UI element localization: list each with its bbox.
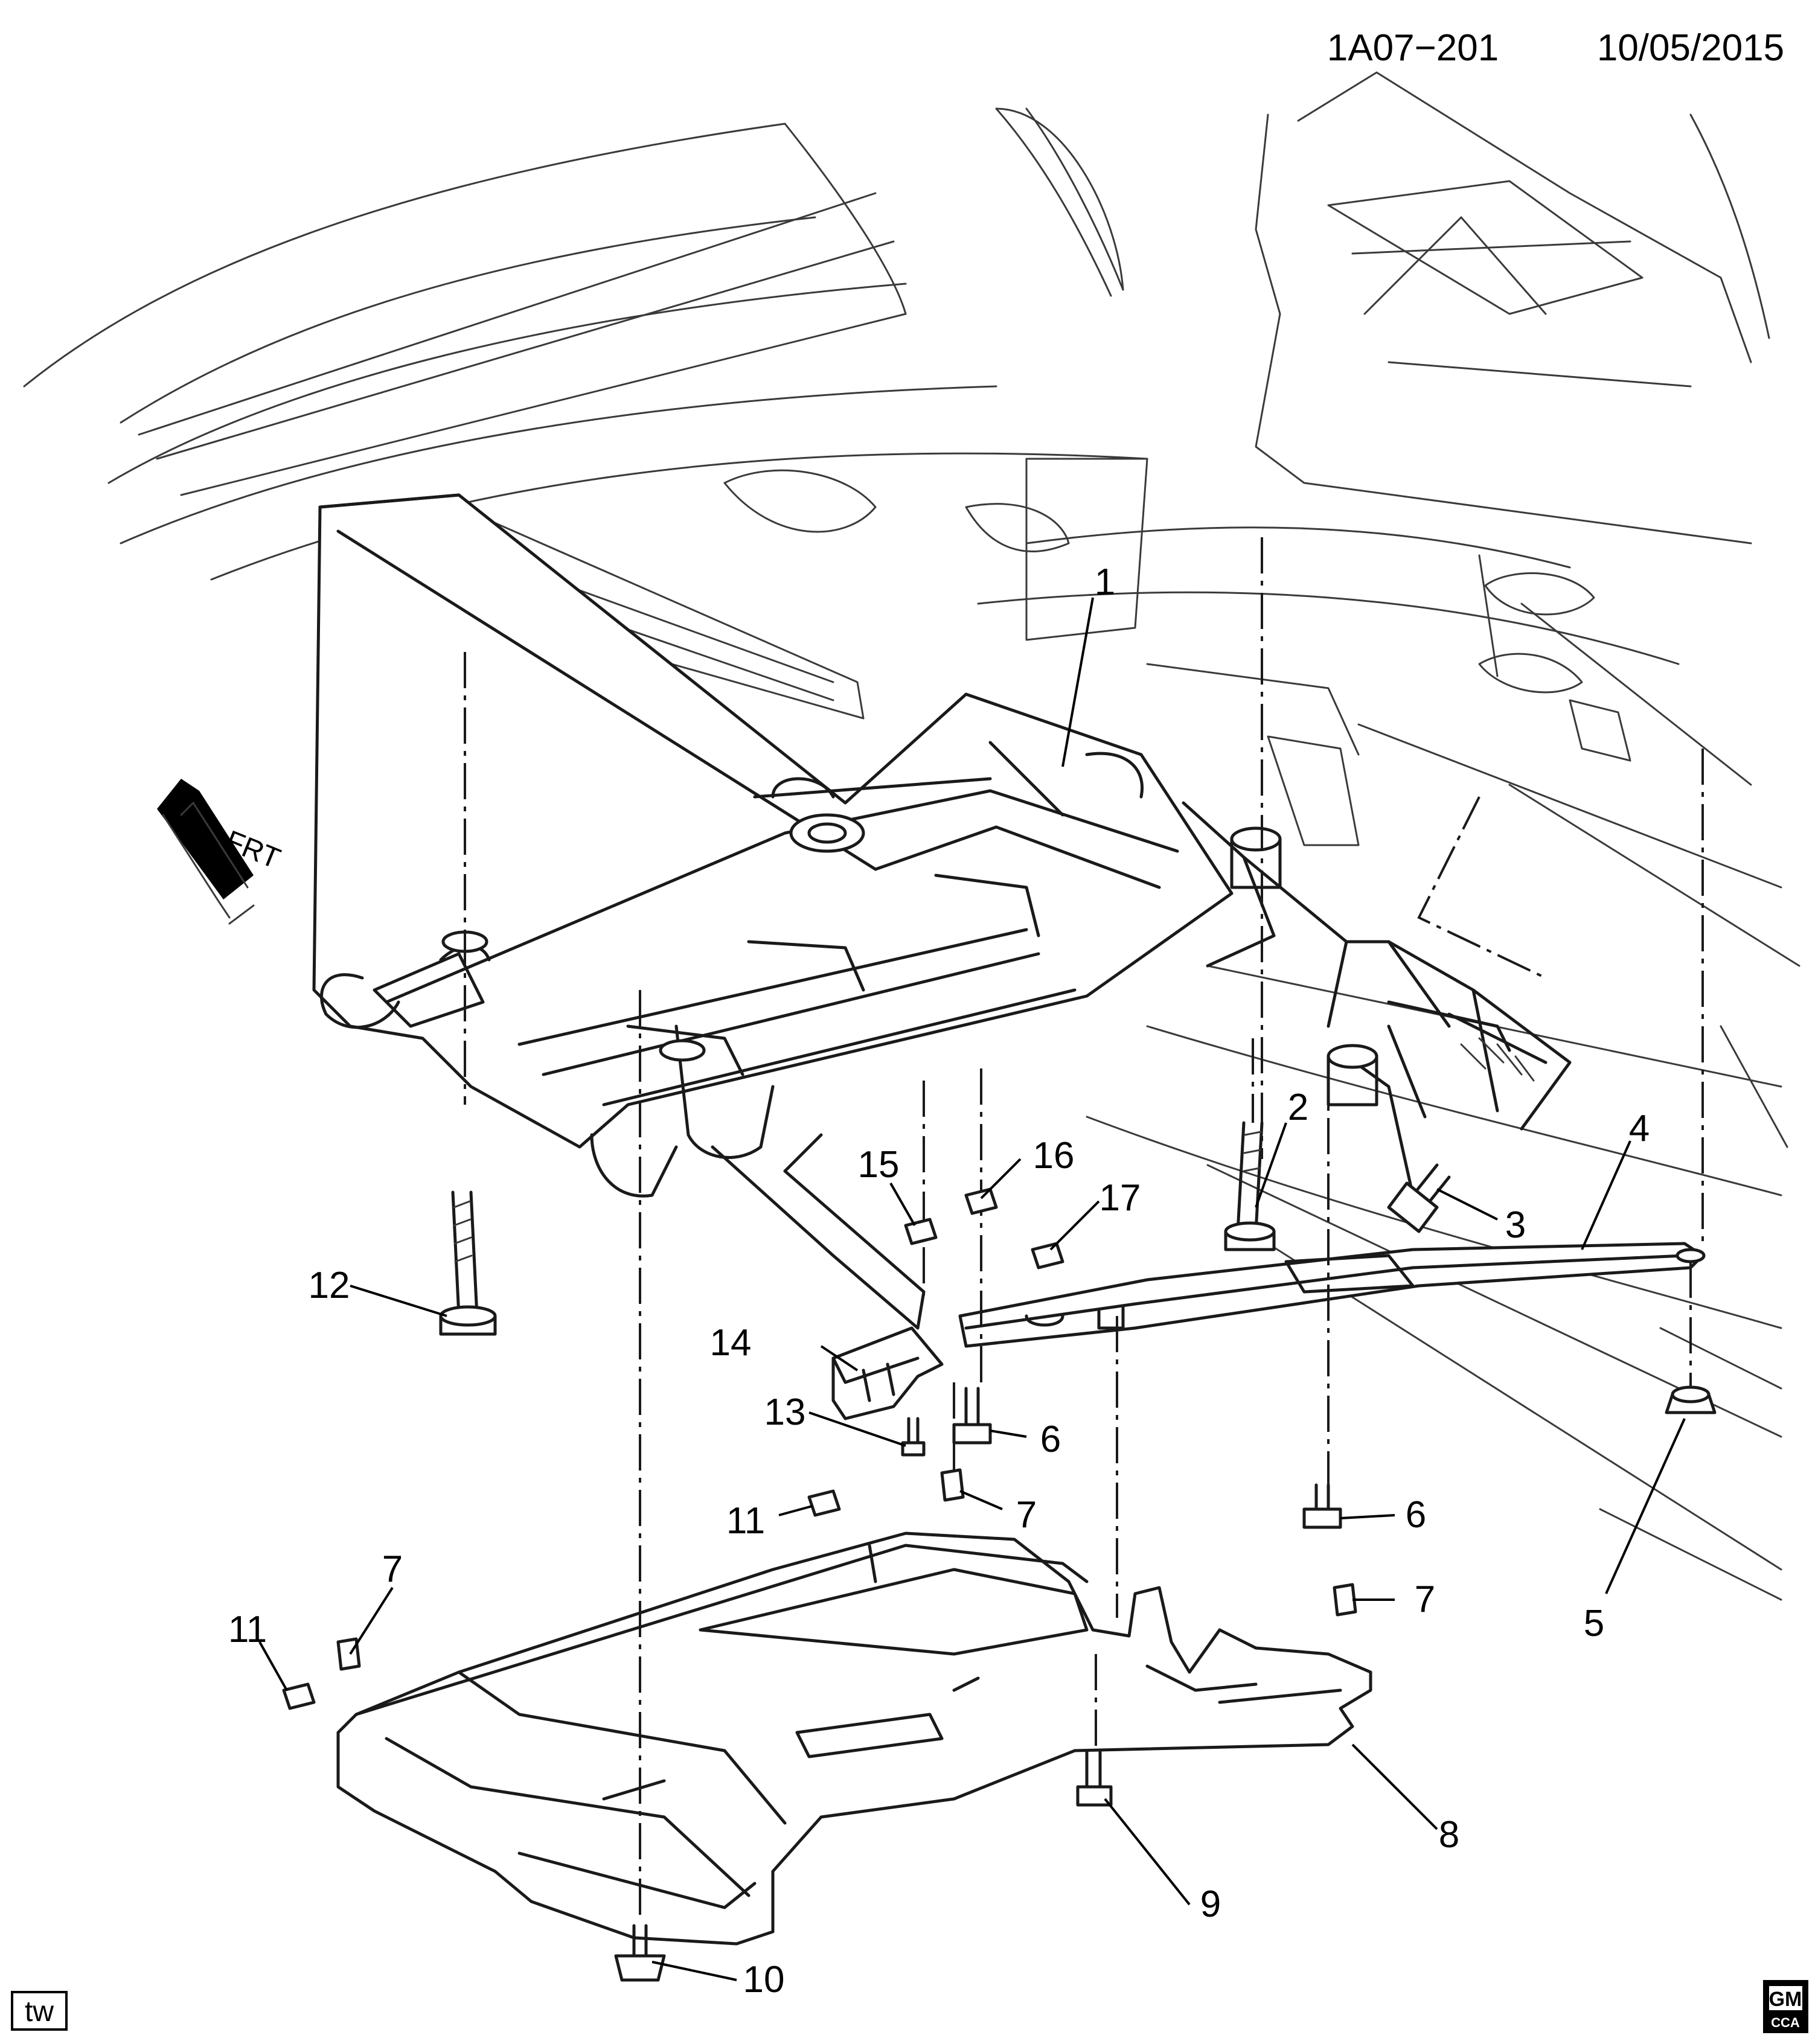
callout-6-left: 6 [1040, 1419, 1061, 1460]
alignment-lines [464, 537, 1704, 1920]
callout-11-center: 11 [726, 1500, 765, 1542]
callout-labels: 1 2 3 4 5 6 6 7 7 7 8 9 10 11 11 12 13 1… [228, 561, 1650, 2001]
callout-14: 14 [710, 1322, 752, 1364]
diagram-header: 1A07−201 10/05/2015 [1327, 27, 1784, 69]
callout-1: 1 [1095, 561, 1115, 603]
nut-item-5 [1665, 1385, 1717, 1414]
callout-6-right: 6 [1406, 1494, 1426, 1536]
artist-tag: tw [11, 1991, 68, 2031]
callout-2: 2 [1288, 1087, 1308, 1128]
bolt-item-9 [1076, 1749, 1113, 1807]
bolt-item-2 [1224, 1121, 1276, 1251]
callout-9: 9 [1200, 1883, 1221, 1925]
callout-7-left: 7 [382, 1548, 403, 1590]
bolt-item-12 [439, 1190, 497, 1336]
bumper-fascia-outline [23, 107, 1148, 581]
callout-13: 13 [764, 1391, 806, 1433]
bolt-item-6-right [1302, 1483, 1342, 1529]
bolt-item-3 [1387, 1163, 1451, 1233]
leader-lines [258, 597, 1686, 1981]
bolt-item-6-left [952, 1387, 992, 1445]
underbody-shield [336, 1531, 1372, 1946]
artist-tag-text: tw [25, 1996, 54, 2028]
bolt-item-13 [901, 1417, 926, 1457]
callout-15: 15 [858, 1144, 900, 1186]
gm-logo-text: GM [1769, 1988, 1802, 2011]
callout-11-left: 11 [228, 1609, 267, 1650]
diagram-code: 1A07−201 [1327, 27, 1499, 69]
front-direction-arrow-icon: FRT [157, 779, 284, 925]
callout-8: 8 [1439, 1814, 1459, 1856]
crossmember-frame [312, 493, 1572, 1330]
callout-17: 17 [1099, 1177, 1141, 1219]
callout-3: 3 [1505, 1204, 1526, 1246]
clip-items-11 [282, 1489, 841, 1710]
callout-7-right: 7 [1415, 1579, 1435, 1620]
gm-logo-subtext: CCA [1771, 2015, 1800, 2030]
callout-10: 10 [743, 1959, 785, 2001]
brace [958, 1242, 1706, 1348]
callout-5: 5 [1584, 1603, 1604, 1644]
bracket [831, 1326, 944, 1420]
diagram-date: 10/05/2015 [1597, 27, 1784, 69]
callout-4: 4 [1629, 1108, 1650, 1149]
callout-7-center: 7 [1016, 1494, 1037, 1536]
callout-12: 12 [309, 1265, 350, 1306]
clip-items-7 [336, 1468, 1357, 1671]
gm-logo: GM CCA [1763, 1980, 1808, 2033]
clip-items-15-16-17 [904, 1187, 1064, 1270]
callout-16: 16 [1033, 1135, 1075, 1177]
